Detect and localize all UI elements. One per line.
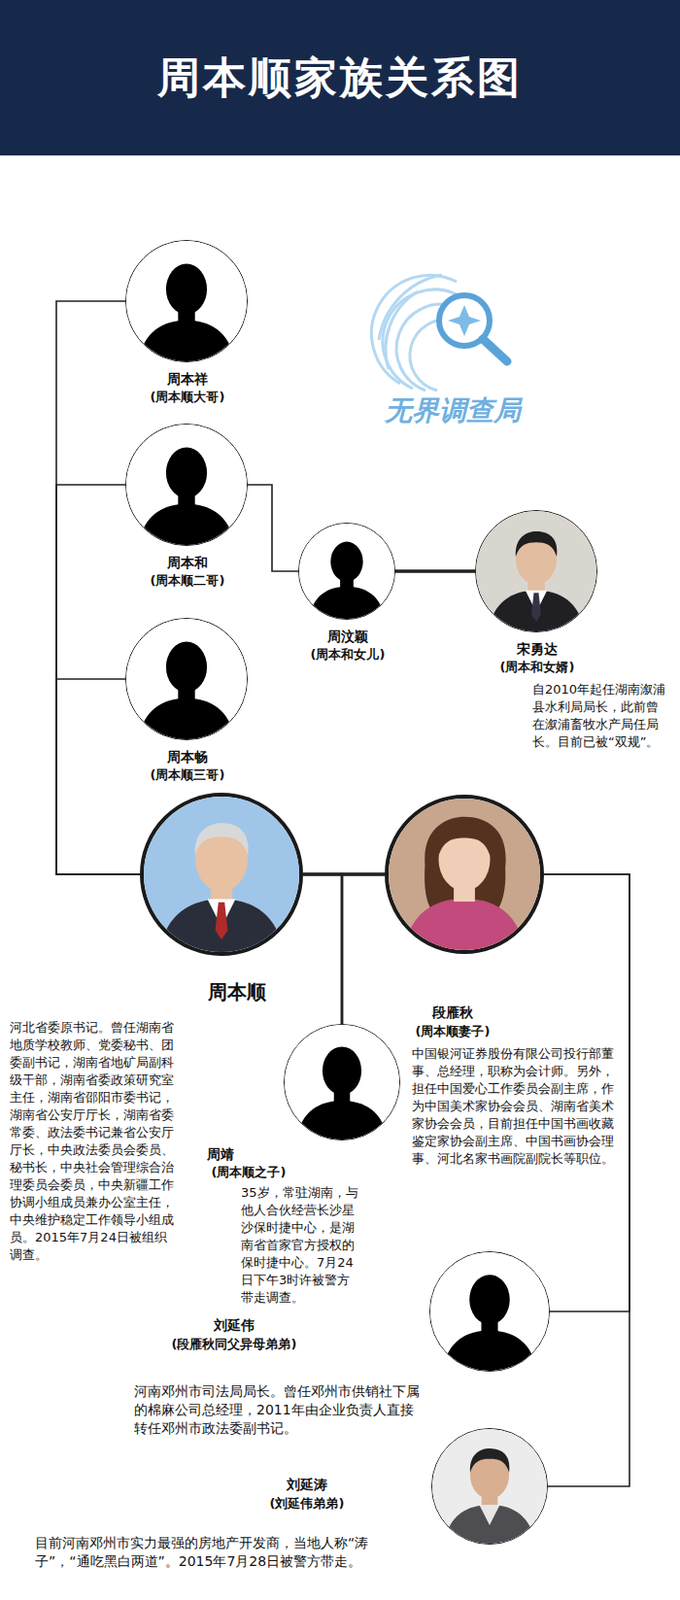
portrait (432, 1428, 547, 1544)
magnifier-mark (447, 305, 481, 337)
hair (515, 531, 558, 557)
person-circle: 周靖(周本顺之子)35岁，常驻湖南，与他人合伙经营长沙星沙保时捷中心，是湖南省首… (283, 1023, 401, 1141)
portrait-figure (388, 798, 541, 951)
shoulders (137, 698, 235, 740)
portrait-figure (143, 796, 300, 952)
person-name: 周汶颖 (327, 627, 369, 646)
person-description: 河北省委原书记。曾任湖南省地质学校教师、党委秘书、团委副书记，湖南省地矿局副科级… (9, 1019, 175, 1264)
person-circle: 周本和(周本顺二哥) (125, 423, 248, 546)
person-name: 刘延伟 (213, 1316, 255, 1334)
portrait (388, 798, 541, 951)
portrait (126, 424, 247, 545)
shoulders (296, 1100, 388, 1140)
person-description: 目前河南邓州市实力最强的房地产开发商，当地人称“涛子”，“通吃黑白两道”。201… (34, 1533, 419, 1571)
watermark-text: 无界调查局 (384, 392, 521, 430)
shirt (478, 1504, 500, 1526)
family-link (56, 679, 140, 875)
portrait-figure (430, 1252, 549, 1371)
portrait (476, 510, 597, 632)
relation-label: (周本顺之子) (211, 1163, 287, 1181)
person-name: 周靖 (206, 1145, 235, 1163)
title-band: 周本顺家族关系图 (0, 0, 680, 156)
family-link (303, 874, 342, 1024)
portrait (284, 1024, 400, 1140)
person-circle: 周汶颖(周本和女儿) (298, 522, 396, 620)
portrait-figure (126, 240, 247, 362)
person-name: 周本畅 (167, 748, 208, 766)
magnifier-handle (482, 339, 508, 362)
diagram-title: 周本顺家族关系图 (0, 0, 680, 156)
person-circle: 宋勇达(周本和女婿)自2010年起任湖南溆浦县水利局局长，此前曾在溆浦畜牧水产局… (475, 510, 598, 633)
shoulders (159, 899, 284, 952)
shoulders (308, 586, 385, 619)
portrait (126, 618, 247, 740)
hair (195, 822, 249, 856)
hair (438, 824, 491, 857)
family-link (247, 484, 299, 572)
person-description: 中国银河证券股份有限公司投行部董事、总经理，职称为会计师。另外，担任中国爱心工作… (411, 1045, 618, 1168)
head (322, 1046, 362, 1095)
head (166, 447, 207, 499)
portrait (299, 523, 395, 619)
relation-label: (周本顺二哥) (150, 572, 226, 589)
tie (215, 902, 229, 940)
family-link (341, 874, 385, 1024)
person-circle: 刘延伟(段雁秋同父异母弟弟)河南邓州市司法局局长。曾任邓州市供销社下属的棉麻公司… (429, 1251, 550, 1372)
portrait-figure (126, 618, 247, 740)
person-circle: 段雁秋(周本顺妻子)中国银河证券股份有限公司投行部董事、总经理，职称为会计师。另… (384, 794, 544, 954)
person-description: 河南邓州市司法局局长。曾任邓州市供销社下属的棉麻公司总经理，2011年由企业负责… (134, 1382, 426, 1438)
shoulders (404, 898, 526, 951)
person-description: 自2010年起任湖南溆浦县水利局局长，此前曾在溆浦畜牧水产局任局长。目前已被“双… (532, 680, 669, 751)
person-circle: 刘延涛(刘延伟弟弟)目前河南邓州市实力最强的房地产开发商，当地人称“涛子”，“通… (431, 1428, 548, 1545)
relation-label: (段雁秋同父异母弟弟) (171, 1335, 298, 1353)
portrait (143, 796, 300, 952)
portrait-figure (126, 424, 247, 545)
family-link (395, 569, 476, 574)
shoulders (137, 320, 235, 362)
person-name: 周本祥 (167, 370, 208, 388)
portrait (126, 240, 247, 362)
head (166, 642, 207, 693)
person-circle: 周本顺河北省委原书记。曾任湖南省地质学校教师、党委秘书、团委副书记，湖南省地矿局… (139, 792, 304, 956)
person-name: 周本和 (167, 553, 208, 572)
relation-label: (周本顺大哥) (150, 388, 226, 406)
person-name: 段雁秋 (432, 1003, 474, 1021)
shoulders (442, 1330, 538, 1371)
family-link (544, 874, 630, 1487)
tie (531, 592, 542, 622)
family-link (56, 301, 140, 875)
person-circle: 周本祥(周本顺大哥) (125, 239, 248, 363)
portrait-figure (284, 1024, 400, 1140)
head (469, 1274, 510, 1325)
shoulders (443, 1504, 536, 1544)
relation-label: (周本和女婿) (500, 658, 576, 676)
person-description: 35岁，常驻湖南，与他人合伙经营长沙星沙保时捷中心，是湖南省首家官方授权的保时捷… (240, 1184, 360, 1307)
head (330, 542, 363, 582)
relation-label: (周本顺妻子) (415, 1022, 491, 1040)
portrait-figure (299, 523, 395, 619)
relation-label: (周本和女儿) (310, 646, 386, 663)
relation-label: (周本顺三哥) (150, 766, 226, 783)
shoulders (487, 590, 584, 632)
person-circle: 周本畅(周本顺三哥) (125, 617, 248, 741)
relation-label: (刘延伟弟弟) (270, 1495, 345, 1512)
portrait-figure (432, 1428, 547, 1544)
person-name: 周本顺 (207, 979, 267, 1005)
head (166, 264, 207, 315)
person-name: 刘延涛 (286, 1475, 328, 1494)
fingerprint-arc (378, 274, 442, 340)
shoulders (137, 504, 235, 545)
portrait-figure (476, 510, 597, 632)
portrait (430, 1252, 549, 1371)
person-name: 宋勇达 (516, 640, 558, 658)
hair (470, 1448, 510, 1473)
hair (424, 816, 507, 915)
